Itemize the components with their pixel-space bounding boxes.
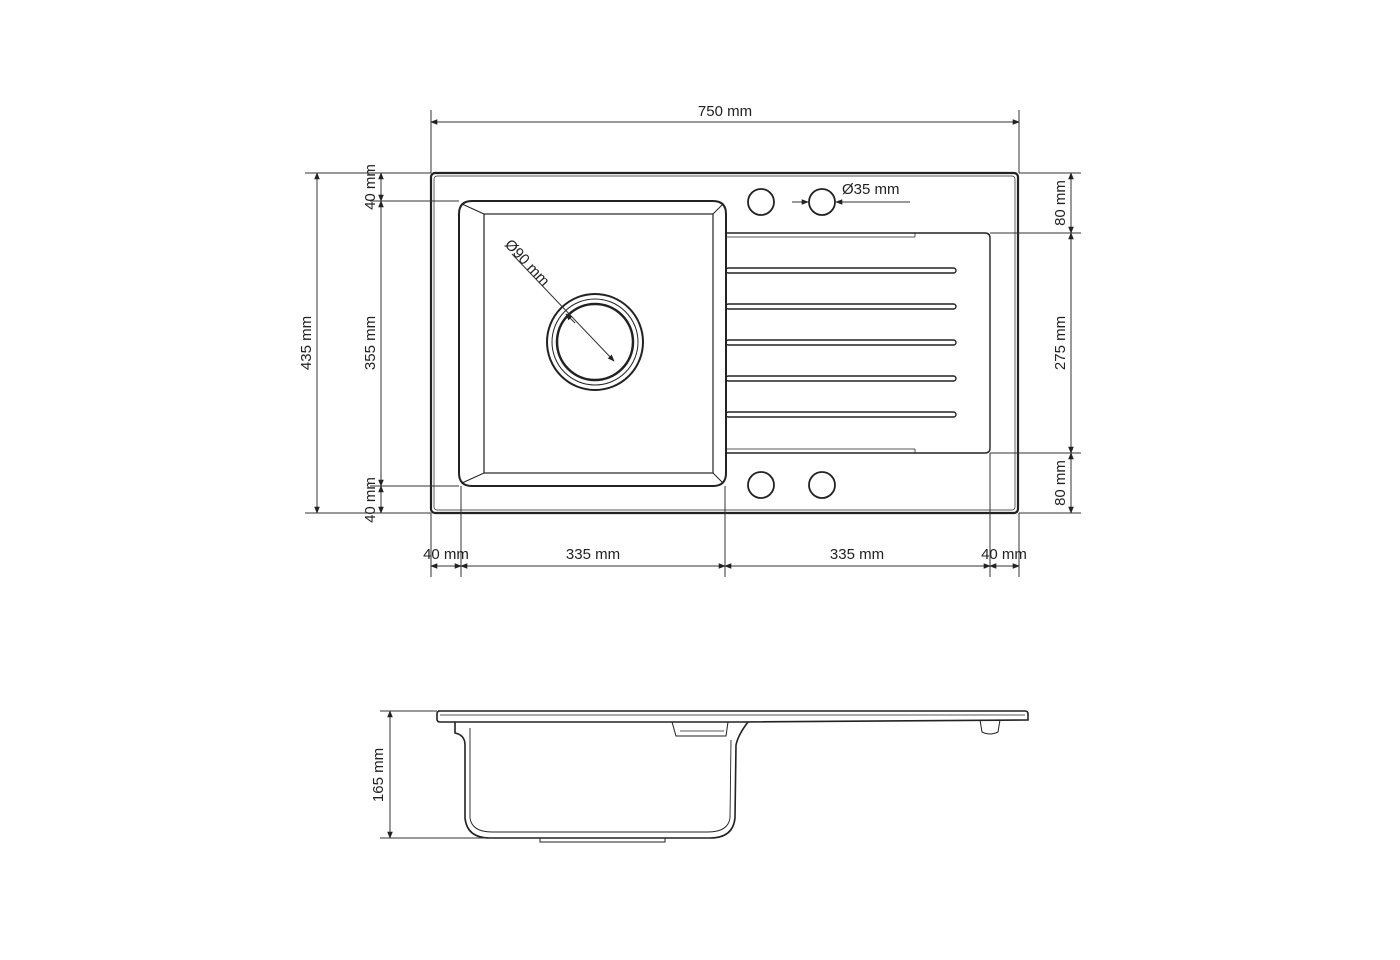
tap-hole: [808, 188, 836, 216]
drainer-depth-label: 275 mm: [1052, 316, 1069, 370]
margin-right-label: 40 mm: [981, 546, 1027, 563]
drainer: [726, 232, 991, 454]
overall-width-label: 750 mm: [698, 103, 752, 120]
tap-hole-diameter-label: Ø35 mm: [842, 181, 900, 198]
tap-hole: [808, 471, 836, 499]
margin-top-left-label: 40 mm: [362, 164, 379, 210]
drainer-groove: [725, 267, 957, 274]
tap-hole: [747, 471, 775, 499]
top-view: Ø90 mm Ø35 mm: [298, 103, 1081, 577]
left-dimensions: [305, 172, 459, 514]
bowl-height-label: 165 mm: [370, 748, 387, 802]
bowl-depth-label: 355 mm: [362, 316, 379, 370]
drainer-groove: [725, 339, 957, 346]
bowl-width-label: 335 mm: [566, 546, 620, 563]
sink-outline: [429, 171, 1020, 515]
tap-hole: [747, 188, 775, 216]
drainer-groove: [725, 375, 957, 382]
bowl: [458, 200, 727, 487]
drainer-width-label: 335 mm: [830, 546, 884, 563]
side-view: [380, 710, 1029, 843]
drain: [511, 253, 644, 391]
drainer-groove: [725, 303, 957, 310]
margin-top-right-label: 80 mm: [1052, 180, 1069, 226]
margin-bottom-left-label: 40 mm: [362, 477, 379, 523]
margin-bottom-right-label: 80 mm: [1052, 460, 1069, 506]
overall-depth-label: 435 mm: [298, 316, 315, 370]
bottom-dimensions: [430, 453, 1020, 577]
margin-left-label: 40 mm: [423, 546, 469, 563]
drain-diameter-label: Ø90 mm: [501, 236, 553, 290]
drainer-groove: [725, 411, 957, 418]
right-dimensions: [990, 172, 1081, 514]
